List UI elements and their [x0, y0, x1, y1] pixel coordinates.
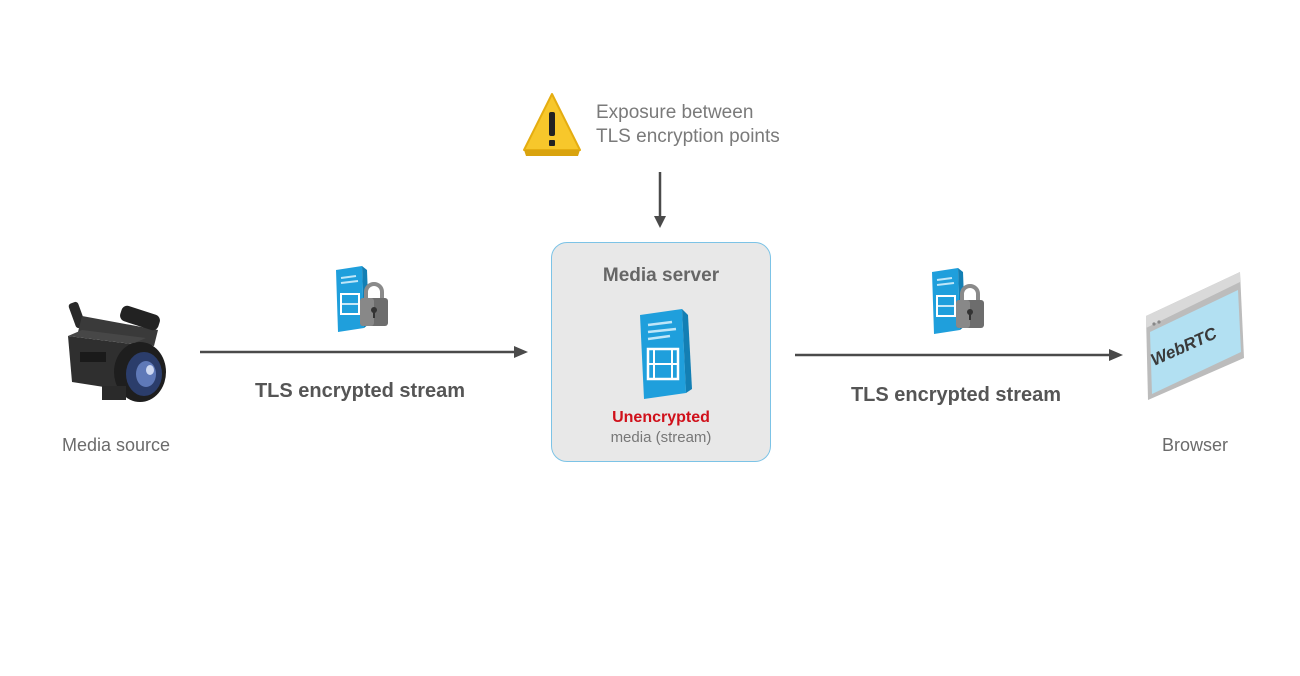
unencrypted-label: Unencrypted	[612, 409, 710, 426]
left-stream-arrow	[200, 346, 528, 358]
server-title: Media server	[602, 265, 720, 286]
media-stream-label: media (stream)	[610, 429, 712, 446]
encrypted-file-lock-icon	[932, 268, 984, 334]
encrypted-file-lock-icon	[336, 266, 388, 332]
webrtc-browser-icon: WebRTC	[1146, 272, 1244, 400]
warning-icon	[523, 93, 581, 156]
media-server-box: Media server Unencrypted media (stream)	[551, 242, 771, 462]
right-stream-arrow	[795, 349, 1123, 361]
browser-label: Browser	[1161, 435, 1228, 455]
media-file-icon	[640, 309, 692, 399]
media-source-label: Media source	[61, 435, 171, 455]
warning-line-1: Exposure between	[596, 102, 754, 123]
warning-down-arrow	[654, 172, 666, 228]
warning-line-2: TLS encryption points	[596, 126, 780, 147]
video-camera-icon	[68, 301, 166, 402]
warning-text: Exposure between TLS encryption points	[596, 101, 780, 149]
right-stream-label: TLS encrypted stream	[850, 384, 1062, 406]
left-stream-label: TLS encrypted stream	[254, 380, 466, 402]
